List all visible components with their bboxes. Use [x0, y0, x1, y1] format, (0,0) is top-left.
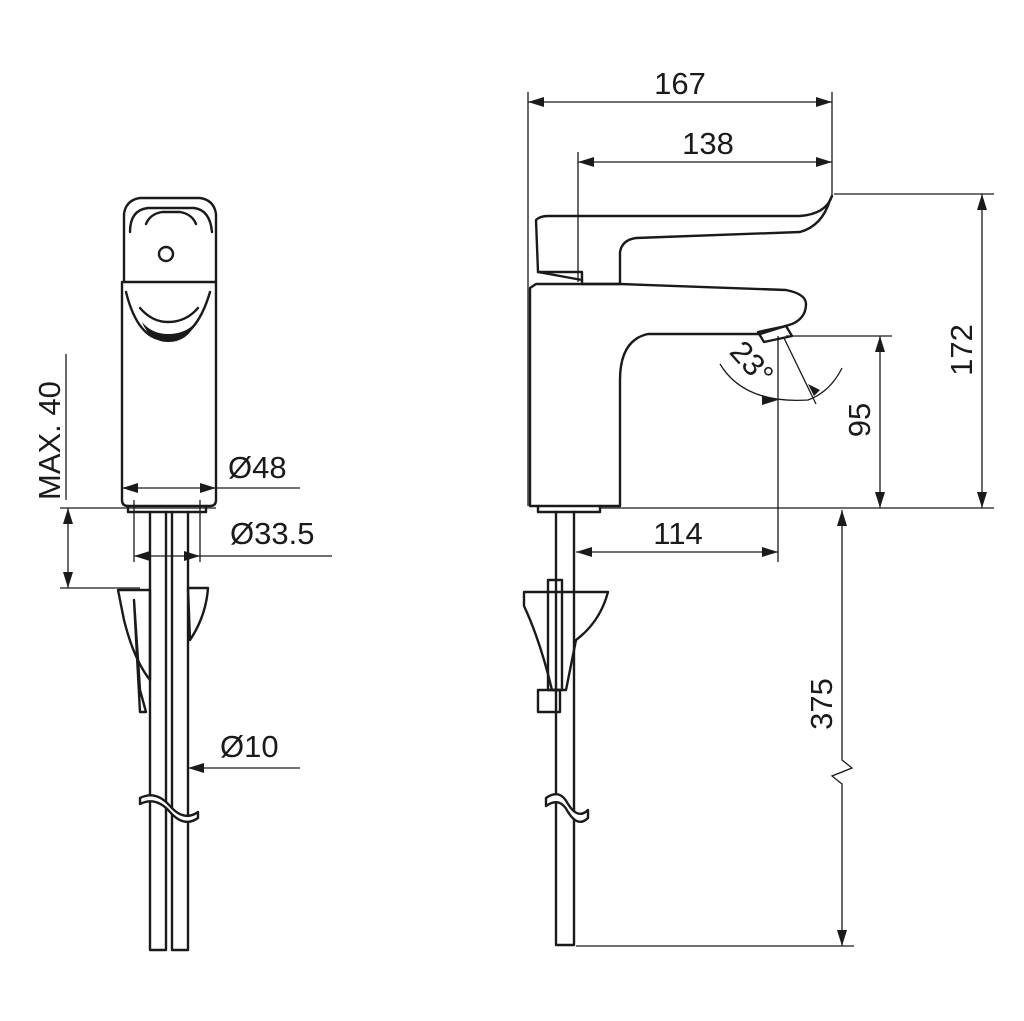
front-lever-handle [122, 196, 218, 284]
d95-arrow-bottom [875, 492, 885, 508]
d138-arrow-left [578, 157, 594, 167]
label-overall-length: 167 [654, 66, 706, 101]
side-clamp-rod [546, 578, 564, 692]
d10-arrow [188, 763, 204, 773]
side-clamp [522, 590, 610, 692]
front-lever-inner-arch [144, 210, 198, 226]
d375-arrow-top [837, 510, 847, 526]
dimension-lines [60, 92, 994, 947]
d138-arrow-right [816, 157, 832, 167]
side-hose [554, 510, 576, 947]
d114-arrow-left [576, 547, 592, 557]
d95-arrow-top [875, 336, 885, 352]
front-hose-right [170, 510, 190, 952]
front-aerator [142, 322, 196, 342]
max40-arrow-top [63, 508, 73, 524]
front-hose-break [138, 794, 200, 824]
angle-arrow-left [762, 395, 778, 405]
side-lever-joint [536, 270, 584, 282]
side-lever [534, 194, 834, 286]
front-lever-hole [157, 245, 175, 263]
label-overall-height: 172 [944, 324, 979, 376]
d375-dim-line [830, 510, 854, 946]
label-outlet-height: 95 [842, 403, 877, 437]
front-clamp-rod [132, 598, 148, 714]
label-hose-length: 375 [804, 678, 839, 730]
label-body-diameter: Ø48 [228, 450, 287, 485]
max40-arrow-bottom [63, 572, 73, 588]
d335-arrow-left [134, 551, 150, 561]
angle-arc [719, 363, 843, 402]
d48-arrow-left [122, 483, 138, 493]
dimension-labels: MAX. 40 Ø48 Ø33.5 Ø10 167 138 172 95 114… [32, 66, 979, 764]
d167-arrow-right [816, 97, 832, 107]
side-hose-break [544, 792, 590, 824]
angle-ray [783, 337, 817, 405]
front-aerator-housing [124, 290, 212, 342]
side-clamp-nut [536, 688, 562, 714]
front-clamp-right [186, 586, 210, 642]
label-spray-angle: 23° [723, 334, 780, 392]
side-body [528, 282, 808, 508]
d167-arrow-left [528, 97, 544, 107]
front-lever-loop [128, 206, 214, 234]
front-aerator-ring [138, 306, 200, 324]
d335-arrow-right [184, 551, 200, 561]
d172-arrow-bottom [977, 492, 987, 508]
label-hose-diameter: Ø10 [220, 729, 279, 764]
front-body [120, 280, 218, 508]
label-shank-diameter: Ø33.5 [230, 516, 314, 551]
front-hose-left [148, 510, 168, 952]
d48-arrow-right [200, 483, 216, 493]
d172-arrow-top [977, 194, 987, 210]
d114-arrow-right [762, 547, 778, 557]
label-spout-reach: 138 [682, 126, 734, 161]
label-max-height: MAX. 40 [32, 381, 67, 500]
angle-arrow-right [808, 384, 820, 396]
d375-arrow-bottom [837, 930, 847, 946]
side-view [522, 194, 834, 947]
label-outlet-projection: 114 [653, 516, 702, 551]
front-view [116, 196, 218, 952]
